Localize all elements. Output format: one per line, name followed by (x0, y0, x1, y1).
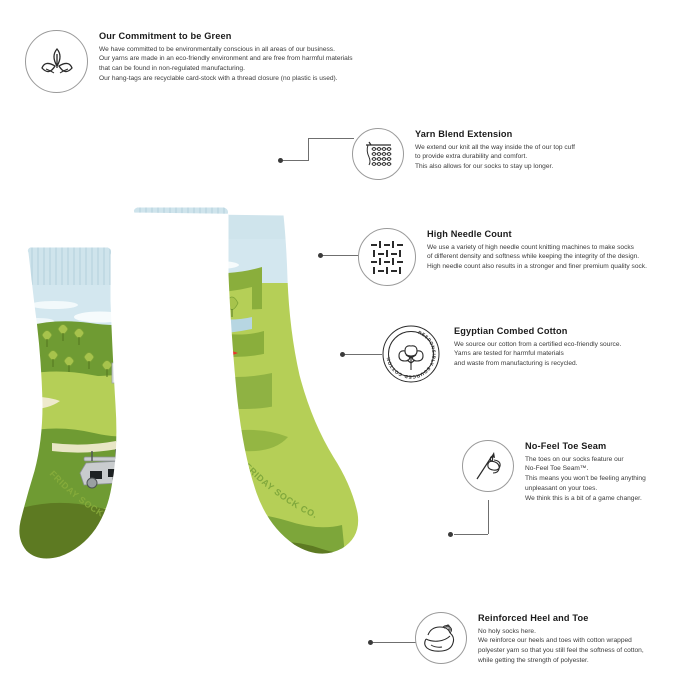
leader-line-yarn-blend (278, 138, 354, 164)
feature-title: Our Commitment to be Green (99, 31, 232, 41)
feature-title: Egyptian Combed Cotton (454, 326, 568, 336)
feature-title: No-Feel Toe Seam (525, 441, 607, 451)
feature-body: We extend our knit all the way inside th… (415, 143, 575, 171)
svg-text:RESPONSIBLY SOURCED COTTON: RESPONSIBLY SOURCED COTTON (386, 330, 437, 380)
knit-swatch-needle-icon (352, 128, 404, 180)
leaf-plant-icon (25, 30, 88, 93)
golfer-lower-motif (159, 409, 215, 465)
badge-arc-text: RESPONSIBLY SOURCED COTTON (386, 330, 436, 380)
sock-right: FRIDAY SOCK CO. (133, 207, 359, 555)
sock-product-illustration: FRIDAY SOCK CO. (12, 205, 412, 625)
sock-left: FRIDAY SOCK CO. (18, 247, 117, 559)
feature-body: No holy socks here. We reinforce our hee… (478, 627, 644, 665)
feature-title: Yarn Blend Extension (415, 129, 513, 139)
leader-line-egyptian-cotton (340, 352, 388, 358)
feature-no-feel-toe-seam: No-Feel Toe Seam The toes on our socks f… (462, 440, 697, 504)
feature-body: We use a variety of high needle count kn… (427, 243, 647, 271)
cotton-boll-badge-icon: RESPONSIBLY SOURCED COTTON (382, 325, 440, 383)
needle-grid-icon (358, 228, 416, 286)
flag-pin-toe (200, 494, 227, 535)
feature-body: We source our cotton from a certified ec… (454, 340, 622, 368)
feature-body: The toes on our socks feature our No-Fee… (525, 455, 646, 503)
flag-pin-far (154, 301, 166, 321)
feature-egyptian-combed-cotton: RESPONSIBLY SOURCED COTTON Egyptian Comb… (382, 325, 692, 383)
feature-title: High Needle Count (427, 229, 512, 239)
leader-line-toe-seam (448, 500, 492, 544)
feature-reinforced-heel-and-toe: Reinforced Heel and Toe No holy socks he… (415, 612, 700, 666)
feature-title: Reinforced Heel and Toe (478, 613, 589, 623)
needle-thread-icon (462, 440, 514, 492)
flexed-bicep-icon (415, 612, 467, 664)
golfer-upper-motif (158, 374, 206, 414)
leader-line-reinforced-heel (368, 640, 418, 646)
feature-commitment-green: Our Commitment to be Green We have commi… (25, 30, 385, 93)
feature-yarn-blend-extension: Yarn Blend Extension We extend our knit … (352, 128, 692, 180)
feature-high-needle-count: High Needle Count We use a variety of hi… (358, 228, 698, 286)
leader-line-high-needle (318, 253, 362, 259)
feature-body: We have committed to be environmentally … (99, 45, 353, 83)
